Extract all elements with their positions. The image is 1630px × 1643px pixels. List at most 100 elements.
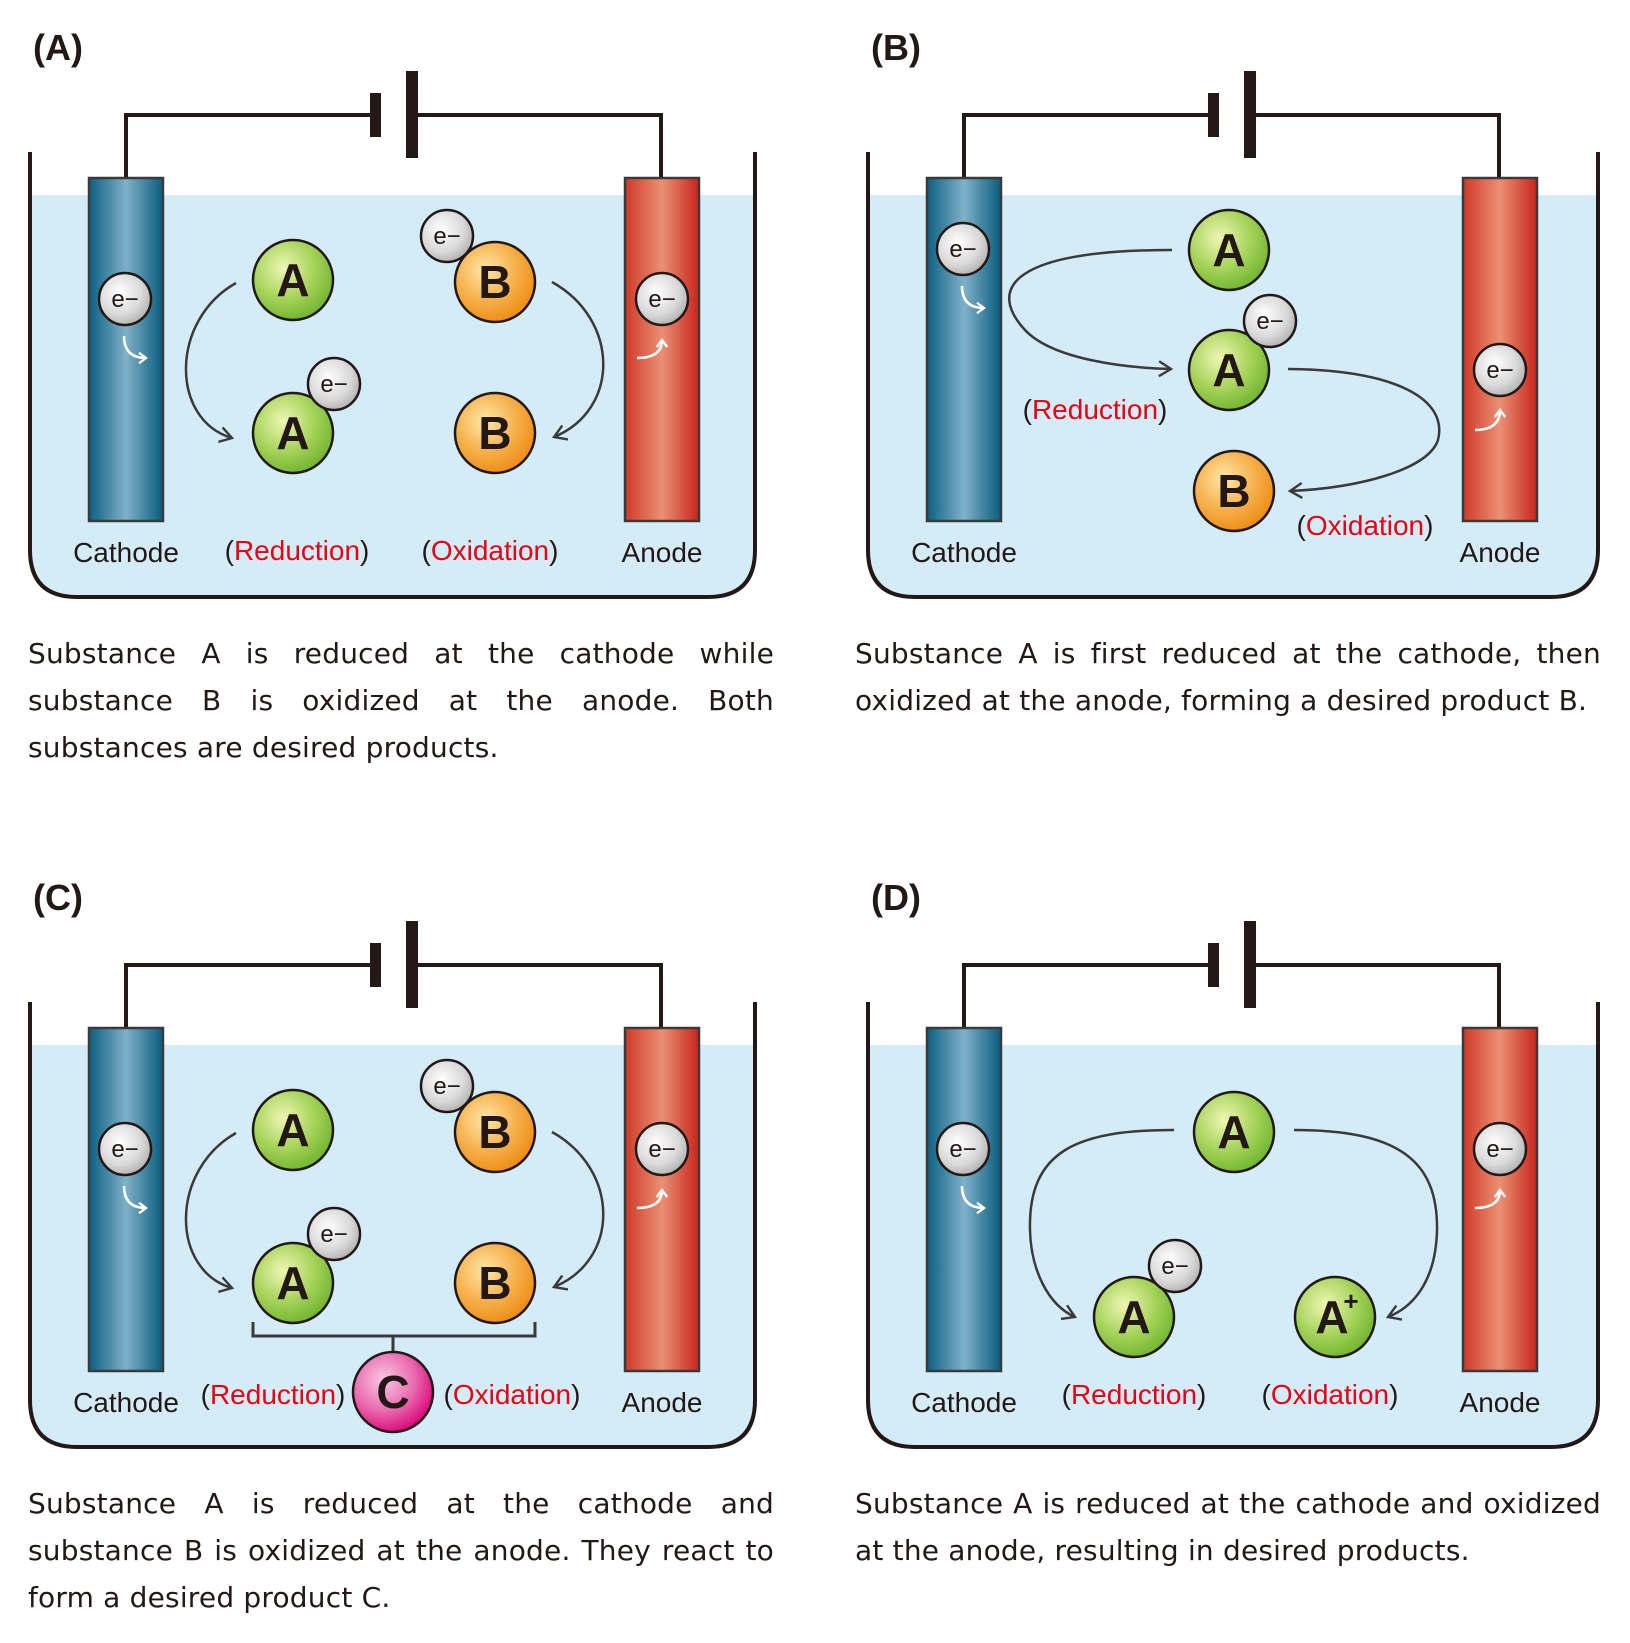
combination-bracket: [251, 1322, 537, 1353]
beaker-wall: [866, 1002, 1600, 1449]
caption-c: Substance A is reduced at the cathode an…: [28, 1487, 774, 1614]
svg-text:B: B: [1217, 465, 1250, 517]
circuit: [962, 921, 1501, 1028]
svg-text:A: A: [1315, 1291, 1348, 1343]
water: [32, 1045, 753, 1445]
svg-text:e−: e−: [1256, 308, 1283, 335]
anode-label: Anode: [622, 537, 703, 568]
reduction-label: (Reduction): [225, 535, 370, 566]
species-c: C: [351, 1350, 435, 1434]
svg-text:e−: e−: [433, 223, 460, 250]
svg-text:e−: e−: [320, 371, 347, 398]
wire: [962, 963, 1501, 1028]
battery-positive-plate: [1244, 921, 1256, 1008]
caption-a: Substance A is reduced at the cathode wh…: [28, 637, 774, 764]
panel-c: (C) e− e− A A: [28, 877, 757, 1449]
svg-text:e−: e−: [648, 286, 675, 313]
svg-text:e−: e−: [111, 1136, 138, 1163]
cathode-label: Cathode: [73, 1387, 179, 1418]
anode-label: Anode: [622, 1387, 703, 1418]
electron-anode: e−: [1472, 1121, 1528, 1177]
svg-text:A: A: [276, 254, 309, 306]
oxidation-arrow: [1293, 1128, 1439, 1321]
battery-positive-plate: [1244, 71, 1256, 158]
panel-label: (A): [33, 27, 83, 68]
svg-text:B: B: [478, 407, 511, 459]
beaker-wall: [866, 152, 1600, 599]
anode: [623, 176, 701, 523]
oxidation-label: (Oxidation): [1297, 510, 1434, 541]
panel-label: (B): [871, 27, 921, 68]
electron-anode: e−: [634, 271, 690, 327]
svg-text:A: A: [1212, 344, 1245, 396]
svg-text:A: A: [1117, 1291, 1150, 1343]
battery-negative-plate: [370, 943, 381, 987]
species-a-reduced: A e−: [251, 1206, 362, 1325]
reduction-arrow: [1008, 248, 1174, 378]
species-a-reduced: A e−: [1092, 1238, 1203, 1359]
svg-text:e−: e−: [648, 1136, 675, 1163]
svg-text:e−: e−: [949, 236, 976, 263]
svg-text:B: B: [478, 1257, 511, 1309]
species-a-reduced: A e−: [251, 356, 362, 475]
cathode-label: Cathode: [911, 537, 1017, 568]
species-a-reduced: A e−: [1187, 293, 1298, 412]
battery-negative-plate: [1208, 943, 1219, 987]
species-b: B: [1192, 449, 1276, 533]
electron-cathode: e−: [935, 1121, 991, 1177]
anode: [1461, 1026, 1539, 1373]
svg-text:A: A: [1212, 224, 1245, 276]
electron-flow-arrow-icon: [960, 285, 986, 315]
panel-label: (C): [33, 877, 83, 918]
species-a: A: [251, 1088, 335, 1172]
panel-d: (D) e− e− A A: [866, 877, 1600, 1449]
reduction-label: (Reduction): [1023, 394, 1168, 425]
svg-text:e−: e−: [433, 1073, 460, 1100]
caption-d: Substance A is reduced at the cathode an…: [855, 1487, 1601, 1567]
reduction-arrow: [1028, 1128, 1175, 1321]
anode: [623, 1026, 701, 1373]
svg-text:B: B: [478, 1106, 511, 1158]
electron-flow-arrow-icon: [122, 335, 148, 365]
species-b-oxidized: B: [453, 1241, 537, 1325]
species-b: e− B: [419, 1058, 537, 1174]
electron-cathode: e−: [935, 221, 991, 277]
electron-flow-arrow-icon: [1474, 1188, 1507, 1210]
electron-flow-arrow-icon: [636, 338, 669, 360]
oxidation-arrow: [551, 1130, 605, 1291]
water: [870, 1045, 1596, 1445]
svg-text:e−: e−: [320, 1221, 347, 1248]
beaker-wall: [28, 152, 757, 599]
panel-a: (A) e− e− A A: [28, 27, 757, 599]
battery-negative-plate: [370, 93, 381, 137]
wire: [962, 113, 1501, 178]
beaker: [28, 152, 757, 599]
water: [32, 195, 753, 595]
panel-b: (B) e− e− A A: [866, 27, 1600, 599]
circuit: [124, 71, 663, 178]
species-b: e− B: [419, 208, 537, 324]
svg-text:e−: e−: [1161, 1253, 1188, 1280]
oxidation-label: (Oxidation): [1262, 1379, 1399, 1410]
reduction-label: (Reduction): [1062, 1379, 1207, 1410]
beaker-wall: [28, 1002, 757, 1449]
species-a: A: [251, 238, 335, 322]
svg-text:A: A: [276, 1257, 309, 1309]
svg-text:B: B: [478, 256, 511, 308]
svg-text:e−: e−: [1486, 357, 1513, 384]
oxidation-label: (Oxidation): [422, 535, 559, 566]
electron-flow-arrow-icon: [1474, 408, 1507, 432]
species-a: A: [1192, 1090, 1276, 1174]
wire: [124, 113, 663, 178]
species-a: A: [1187, 208, 1271, 292]
svg-text:+: +: [1343, 1286, 1358, 1316]
svg-text:e−: e−: [111, 286, 138, 313]
reduction-arrow: [184, 281, 237, 443]
oxidation-arrow: [1287, 367, 1441, 500]
svg-text:A: A: [1217, 1106, 1250, 1158]
electron-cathode: e−: [97, 1121, 153, 1177]
electron-flow-arrow-icon: [122, 1185, 148, 1215]
circuit: [124, 921, 663, 1028]
svg-text:C: C: [376, 1366, 409, 1418]
